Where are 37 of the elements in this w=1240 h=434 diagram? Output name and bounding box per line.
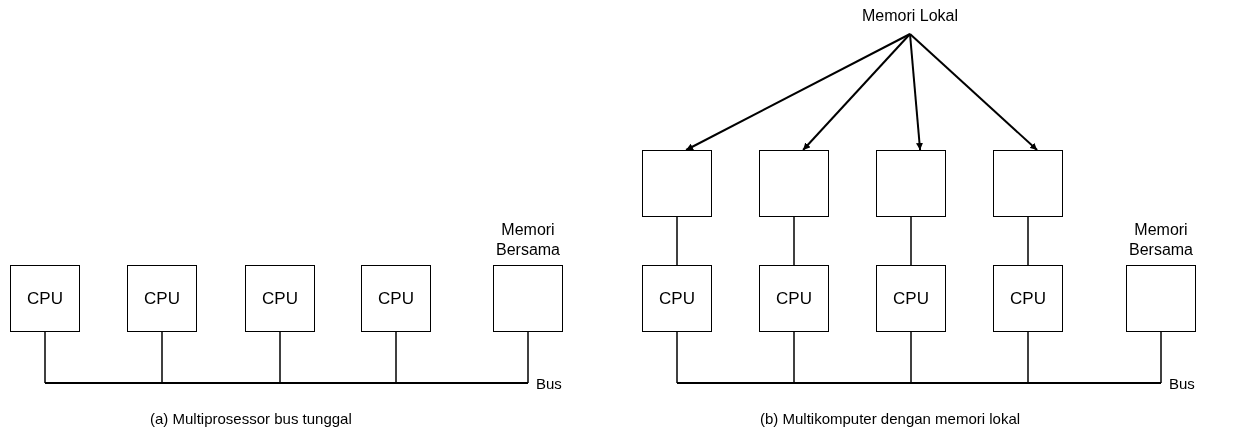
- connector-line: [395, 331, 397, 384]
- bus-label: Bus: [536, 375, 562, 392]
- caption: (b) Multikomputer dengan memori lokal: [760, 410, 1021, 427]
- memory-box: [759, 150, 829, 217]
- processor-box: CPU: [10, 265, 80, 332]
- caption: (a) Multiprosessor bus tunggal: [150, 410, 352, 427]
- processor-box: CPU: [993, 265, 1063, 332]
- bus-label: Bus: [1169, 375, 1195, 392]
- processor-box: CPU: [876, 265, 946, 332]
- processor-box: CPU: [245, 265, 315, 332]
- connector-line: [279, 331, 281, 384]
- memory-box: [993, 150, 1063, 217]
- arrow: [802, 33, 911, 151]
- connector-line: [1027, 331, 1029, 384]
- connector-line: [1027, 216, 1029, 266]
- arrow: [685, 33, 911, 151]
- processor-box: CPU: [642, 265, 712, 332]
- connector-line: [910, 331, 912, 384]
- processor-box: CPU: [361, 265, 431, 332]
- processor-box: CPU: [759, 265, 829, 332]
- memory-box: [876, 150, 946, 217]
- arrow: [909, 33, 1039, 151]
- connector-line: [161, 331, 163, 384]
- connector-line: [910, 216, 912, 266]
- connector-line: [1160, 331, 1162, 384]
- connector-line: [793, 331, 795, 384]
- connector-line: [793, 216, 795, 266]
- box-heading: Memori Bersama: [1128, 220, 1194, 260]
- box-heading: Memori Bersama: [495, 220, 561, 260]
- processor-box: CPU: [127, 265, 197, 332]
- connector-line: [676, 331, 678, 384]
- connector-line: [676, 216, 678, 266]
- memory-box: [642, 150, 712, 217]
- memory-label: Memori Lokal: [850, 6, 970, 26]
- connector-line: [527, 331, 529, 384]
- connector-line: [44, 331, 46, 384]
- arrow: [909, 33, 923, 151]
